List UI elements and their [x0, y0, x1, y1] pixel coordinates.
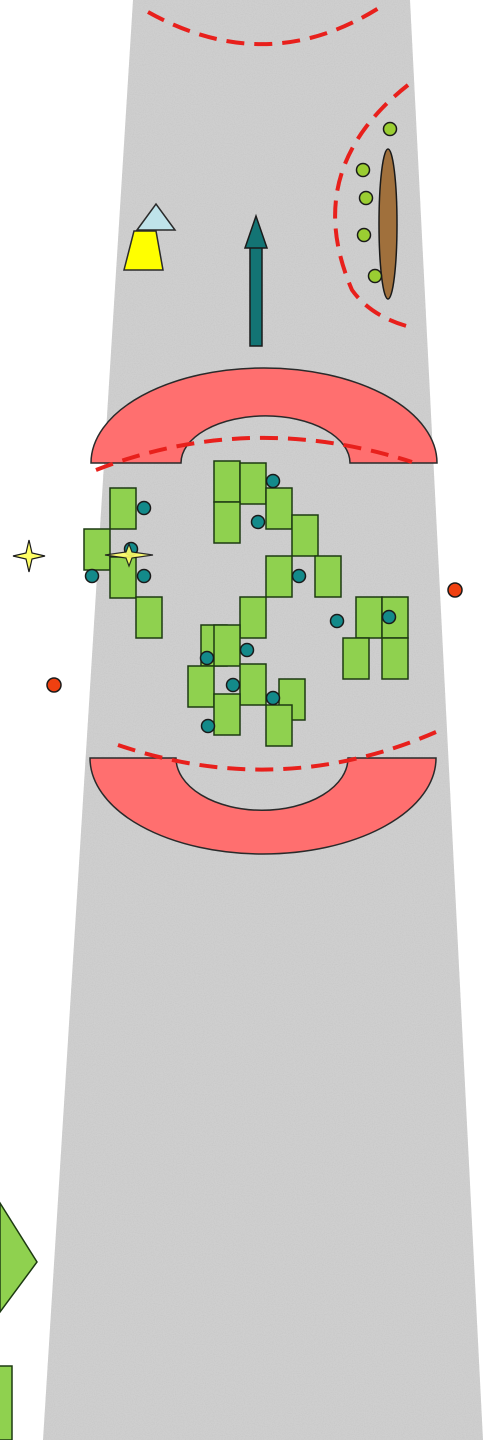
- teal-dot-icon: [267, 475, 280, 488]
- lime-dot-icon: [358, 229, 371, 242]
- teal-dot-icon: [227, 679, 240, 692]
- player-square-icon: [240, 597, 266, 638]
- player-square-icon: [188, 666, 214, 707]
- field-background: [43, 0, 483, 1440]
- player-square-icon: [110, 488, 136, 529]
- teal-dot-icon: [252, 516, 265, 529]
- teal-dot-icon: [86, 570, 99, 583]
- player-square-icon: [266, 556, 292, 597]
- teal-dot-icon: [331, 615, 344, 628]
- teal-dot-icon: [383, 611, 396, 624]
- player-square-icon: [292, 515, 318, 556]
- player-square-icon: [214, 694, 240, 735]
- player-square-icon: [214, 502, 240, 543]
- player-square-icon: [266, 705, 292, 746]
- player-square-icon: [240, 463, 266, 504]
- teal-dot-icon: [293, 570, 306, 583]
- lime-dot-icon: [384, 123, 397, 136]
- teal-dot-icon: [138, 502, 151, 515]
- lime-dot-icon: [360, 192, 373, 205]
- player-square-icon: [343, 638, 369, 679]
- player-square-icon: [214, 461, 240, 502]
- teal-dot-icon: [201, 652, 214, 665]
- green-diamond-icon: [0, 1203, 37, 1312]
- lime-dot-icon: [357, 164, 370, 177]
- red-dot-icon: [448, 583, 462, 597]
- player-square-icon: [110, 557, 136, 598]
- player-square-icon: [382, 638, 408, 679]
- star-icon: [13, 540, 45, 572]
- teal-dot-icon: [138, 570, 151, 583]
- lime-dot-icon: [369, 270, 382, 283]
- teal-dot-icon: [267, 692, 280, 705]
- player-square-icon: [136, 597, 162, 638]
- teal-dot-icon: [241, 644, 254, 657]
- player-square-icon: [240, 664, 266, 705]
- teal-dot-icon: [202, 720, 215, 733]
- player-square-icon: [266, 488, 292, 529]
- player-square-icon: [315, 556, 341, 597]
- player-square-icon: [214, 625, 240, 666]
- player-square-icon: [84, 529, 110, 570]
- player-square-icon: [356, 597, 382, 638]
- player-square-icon: [0, 1366, 12, 1440]
- red-dot-icon: [47, 678, 61, 692]
